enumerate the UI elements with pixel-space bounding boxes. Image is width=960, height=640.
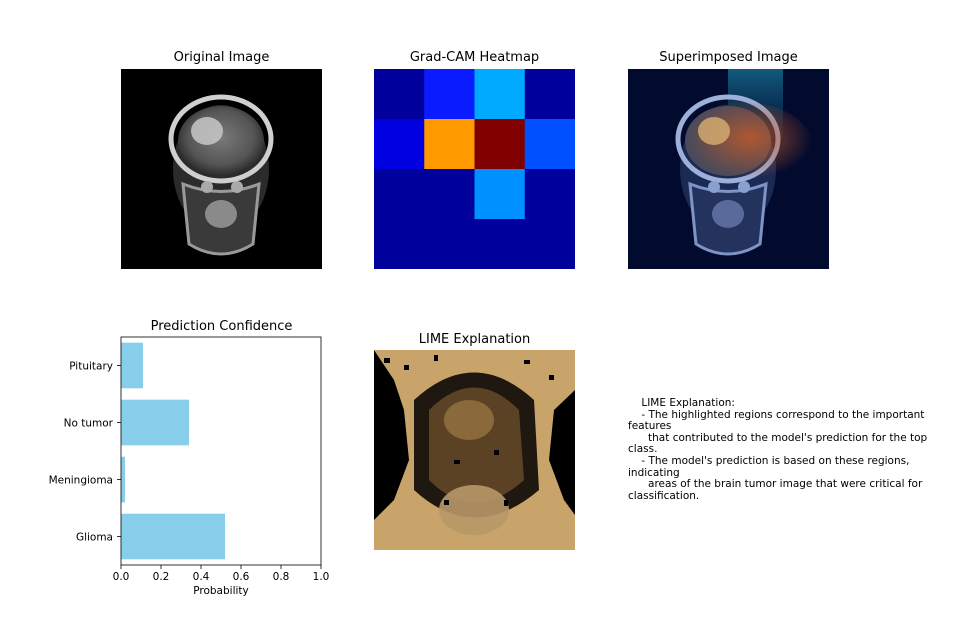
heatmap-cell — [524, 169, 575, 220]
heatmap-cell — [424, 119, 475, 170]
heatmap-cell — [374, 69, 425, 120]
heatmap-cell — [424, 169, 475, 220]
heatmap-cell — [524, 69, 575, 120]
x-tick-label: 0.2 — [153, 571, 170, 583]
x-axis-label: Probability — [193, 585, 249, 597]
x-tick-label: 0.4 — [193, 571, 210, 583]
gradcam-heatmap — [374, 69, 575, 269]
bar-no-tumor — [121, 399, 189, 446]
lime-explanation-text: LIME Explanation: - The highlighted regi… — [628, 397, 928, 502]
heatmap-cell — [524, 119, 575, 170]
bar-pituitary — [121, 342, 143, 389]
y-tick-label: Meningioma — [49, 475, 113, 487]
gradcam-title: Grad-CAM Heatmap — [409, 50, 540, 65]
x-tick-label: 0.6 — [233, 571, 250, 583]
heatmap-cell — [374, 219, 425, 269]
lime-explanation-image — [374, 350, 575, 550]
heatmap-cell — [524, 219, 575, 269]
heatmap-cell — [474, 119, 526, 170]
heatmap-cell — [474, 219, 526, 269]
confidence-chart-title: Prediction Confidence — [150, 319, 293, 334]
heatmap-cell — [374, 119, 425, 170]
x-tick-label: 0.0 — [113, 571, 130, 583]
x-tick-label: 0.8 — [273, 571, 290, 583]
original-image-title: Original Image — [173, 50, 270, 65]
original-mri-image — [121, 69, 322, 269]
heatmap-cell — [424, 219, 475, 269]
y-tick-label: No tumor — [64, 418, 114, 430]
lime-title: LIME Explanation — [418, 332, 531, 347]
heatmap-cell — [474, 169, 526, 220]
x-tick-label: 1.0 — [313, 571, 330, 583]
bar-glioma — [121, 513, 225, 560]
heatmap-cell — [374, 169, 425, 220]
heatmap-cell — [474, 69, 526, 120]
chart-frame — [120, 336, 322, 566]
superimposed-image — [628, 69, 829, 269]
superimposed-title: Superimposed Image — [659, 50, 798, 65]
y-tick-label: Glioma — [76, 532, 113, 544]
bar-meningioma — [121, 456, 125, 503]
y-tick-label: Pituitary — [69, 361, 113, 373]
heatmap-cell — [424, 69, 475, 120]
